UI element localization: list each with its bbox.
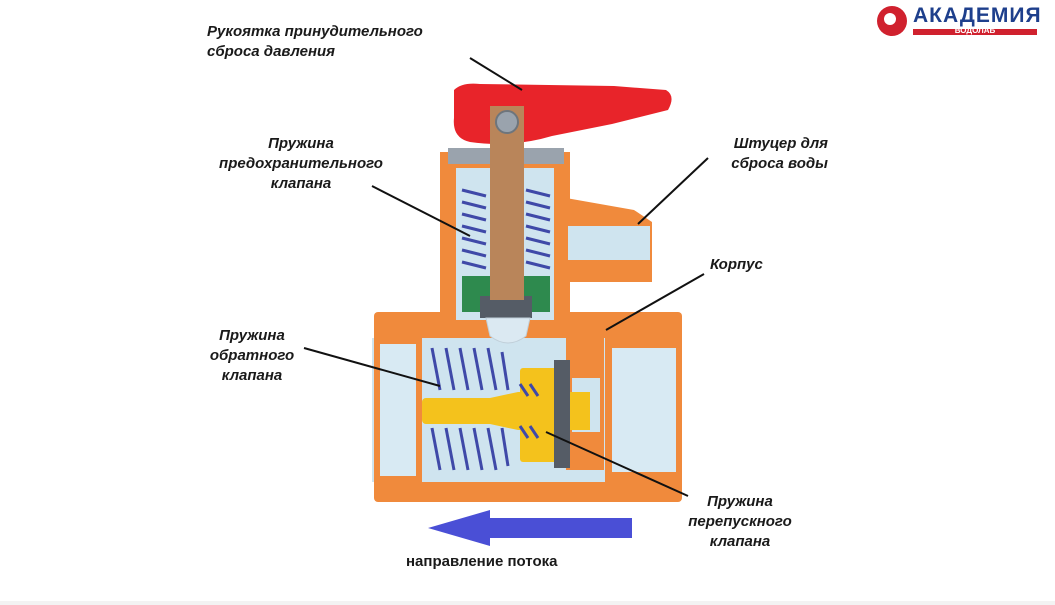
- flow-arrow: [428, 510, 632, 546]
- safety-seat: [485, 317, 531, 344]
- label-safety-spring: Пружина предохранительного клапана: [188, 134, 414, 194]
- label-bypass-line1: Пружина: [707, 493, 773, 510]
- label-safety-spring-line1: Пружина: [268, 135, 334, 152]
- label-handle: Рукоятка принудительного сброса давления: [207, 22, 423, 62]
- label-bypass-spring: Пружина перепускного клапана: [672, 492, 808, 552]
- logo-sub: ВОДОЛАБ: [954, 26, 996, 35]
- logo-name: АКАДЕМИЯ: [913, 4, 1042, 27]
- academy-logo: АКАДЕМИЯ ВОДОЛАБ: [877, 4, 1047, 44]
- label-check-line2: обратного: [209, 347, 295, 364]
- label-handle-line1: Рукоятка принудительного: [207, 23, 423, 40]
- label-check-line1: Пружина: [219, 327, 285, 344]
- label-safety-spring-line2: предохранительного: [219, 155, 383, 172]
- lower-lip: [404, 482, 600, 502]
- leader-bypass-spring: [545, 431, 689, 497]
- logo-bar: [913, 29, 1037, 35]
- label-drain-line1: Штуцер для: [733, 135, 828, 152]
- logo-mark-icon: [877, 6, 907, 36]
- bottom-strip: [0, 601, 1055, 605]
- label-body: Корпус: [710, 255, 763, 275]
- label-safety-spring-line3: клапана: [270, 175, 332, 192]
- label-check-line3: клапана: [221, 367, 283, 384]
- leader-lines: [303, 57, 709, 497]
- check-spring: [430, 347, 510, 471]
- poppet-seal: [554, 360, 570, 468]
- handle-stem: [490, 106, 524, 300]
- label-drain-fitting: Штуцер для сброса воды: [690, 134, 828, 174]
- label-body-text: Корпус: [710, 256, 763, 273]
- safety-plug: [480, 296, 532, 318]
- label-handle-line2: сброса давления: [207, 43, 336, 60]
- drain-fitting-bore: [568, 226, 650, 260]
- label-check-spring: Пружина обратного клапана: [196, 326, 308, 386]
- inlet-port-bore: [612, 348, 676, 472]
- label-flow-direction: направление потока: [406, 552, 557, 572]
- handle-lever: [453, 83, 672, 144]
- handle-pin: [495, 110, 519, 134]
- leader-drain: [637, 157, 709, 225]
- label-flow-text: направление потока: [406, 553, 558, 570]
- label-bypass-line3: клапана: [709, 533, 771, 550]
- bypass-poppet: [520, 368, 558, 462]
- leader-check-spring: [303, 347, 441, 387]
- bypass-spring: [518, 383, 540, 439]
- leader-handle: [469, 57, 523, 91]
- label-bypass-line2: перепускного: [688, 513, 792, 530]
- leader-safety-spring: [371, 185, 471, 237]
- safety-spring: [461, 188, 551, 270]
- leader-body: [605, 273, 705, 331]
- outlet-port-bore: [380, 344, 416, 476]
- label-drain-line2: сброса воды: [731, 155, 828, 172]
